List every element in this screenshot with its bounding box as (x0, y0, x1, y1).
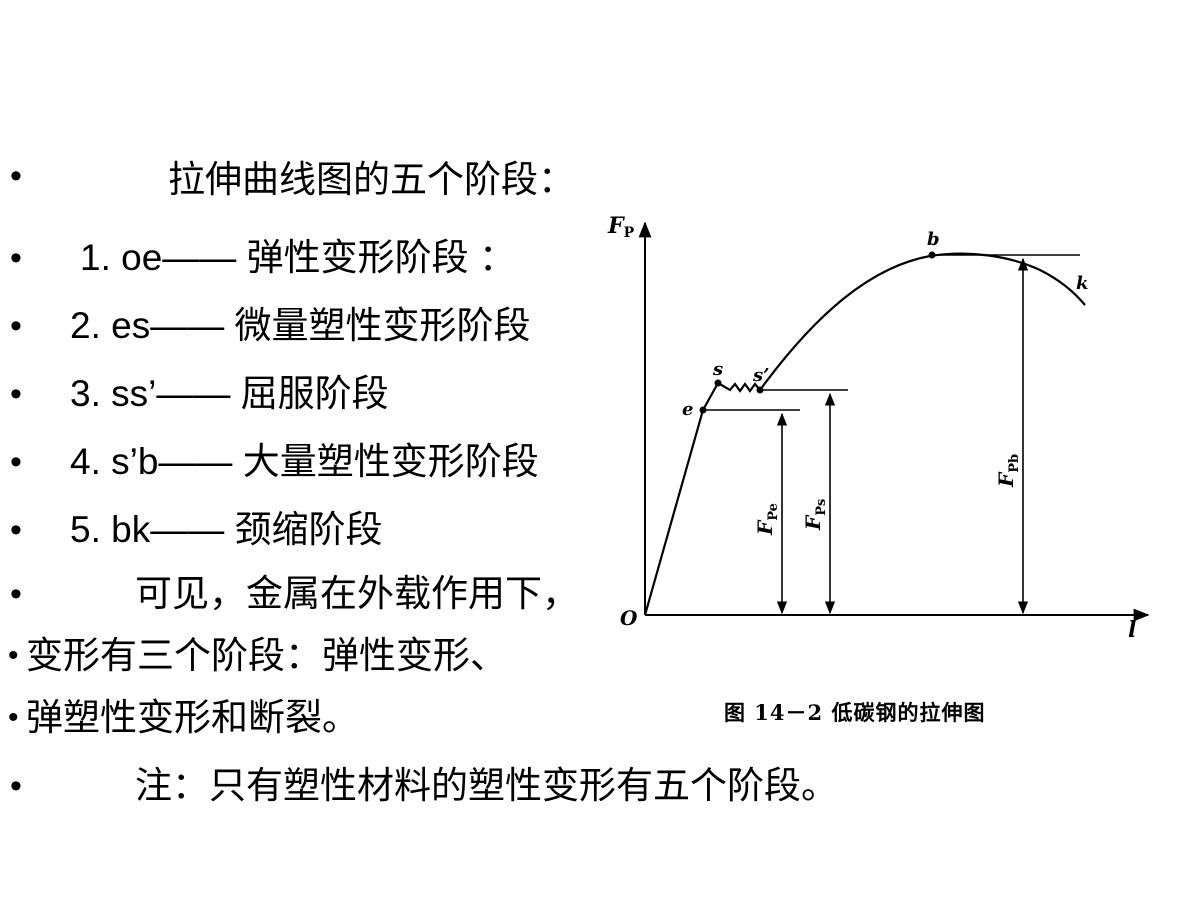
bullet-marker: • (10, 157, 22, 195)
bullet-marker: • (10, 307, 22, 345)
stage-4-text: 4. s’b—— 大量塑性变形阶段 (70, 441, 539, 482)
bullet-marker: • (10, 575, 22, 613)
note-text: 注：只有塑性材料的塑性变形有五个阶段。 (135, 765, 838, 806)
origin-label: O (620, 606, 638, 630)
y-axis-label: FP (607, 213, 635, 241)
label-s: s (712, 359, 723, 380)
bullet-marker: • (10, 239, 22, 277)
label-e: e (682, 399, 693, 420)
stage-5-text: 5. bk—— 颈缩阶段 (70, 509, 383, 550)
stage-2-text: 2. es—— 微量塑性变形阶段 (70, 305, 531, 346)
label-fpb: FPb (994, 454, 1022, 488)
bullet-marker: • (10, 375, 22, 413)
label-fps: FPs (801, 499, 829, 531)
figure-caption: 图 14－2 低碳钢的拉伸图 (724, 700, 986, 725)
label-fpe: FPe (753, 503, 781, 536)
conclusion-text-3: 弹塑性变形和断裂。 (26, 697, 359, 738)
conclusion-text-2: 变形有三个阶段：弹性变形、 (26, 635, 507, 676)
bullet-marker: • (8, 639, 19, 672)
point-s (714, 379, 722, 387)
stage-1-text: 1. oe—— 弹性变形阶段 ： (80, 237, 516, 278)
curve-elastic-yield (643, 381, 761, 616)
stage-3-text: 3. ss’—— 屈服阶段 (70, 373, 389, 414)
label-s-prime: s’ (752, 365, 769, 386)
label-b: b (927, 229, 940, 250)
curve-plastic-necking (759, 252, 1086, 391)
heading-text: 拉伸曲线图的五个阶段： (168, 159, 575, 200)
label-k: k (1076, 273, 1088, 294)
x-axis-label: l (1128, 617, 1136, 643)
bullet-marker: • (10, 511, 22, 549)
tensile-curve-diagram: FP O l e s s’ b k FPe FPs FPb (607, 213, 1150, 643)
conclusion-text: 可见，金属在外载作用下， (135, 573, 579, 614)
bullet-marker: • (10, 443, 22, 481)
bullet-marker: • (10, 767, 22, 805)
bullet-marker: • (8, 701, 19, 734)
